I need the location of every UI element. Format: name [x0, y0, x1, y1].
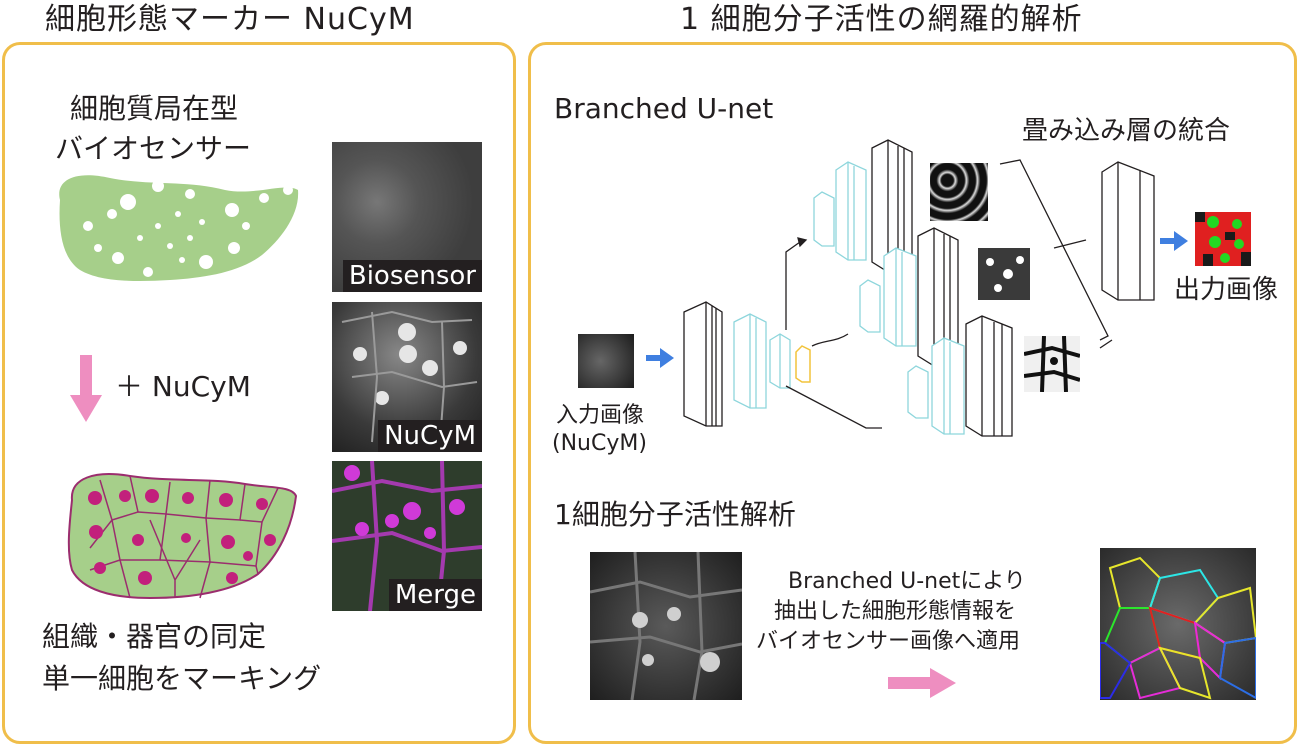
micrograph-label: Merge	[388, 579, 482, 611]
input-image	[578, 334, 634, 388]
output-image-segmentation	[1195, 212, 1251, 266]
input-label-line2: (NuCyM)	[552, 431, 647, 456]
merge-micrograph: Merge	[332, 461, 482, 611]
integration-label: 畳み込み層の統合	[1022, 116, 1231, 146]
analysis-image-cells	[590, 552, 742, 700]
nucym-nuclei	[341, 310, 478, 443]
branch-output-3	[1024, 336, 1080, 392]
plus-nucym-label: ＋ NuCyM	[115, 370, 251, 403]
segmented-cell-outlines	[1100, 556, 1256, 700]
branch-output-2	[978, 248, 1030, 300]
analysis-title: 1細胞分子活性解析	[554, 498, 796, 531]
apply-line3: バイオセンサー画像へ適用	[756, 629, 1021, 654]
biosensor-title-line1: 細胞質局在型	[70, 92, 239, 125]
apply-line1: Branched U-netにより	[788, 569, 1026, 594]
output-image	[1195, 212, 1251, 266]
bottom-line2: 単一細胞をマーキング	[42, 662, 322, 695]
right-panel-title: 1 細胞分子活性の網羅的解析	[680, 2, 1083, 37]
left-panel-title: 細胞形態マーカー NuCyM	[45, 2, 415, 37]
right-panel	[528, 42, 1297, 744]
biosensor-title-line2: バイオセンサー	[55, 132, 252, 165]
output-label: 出力画像	[1174, 275, 1279, 305]
branch-output-2-spots	[986, 256, 1024, 292]
micrograph-label: Biosensor	[342, 260, 482, 292]
branch-output-1	[930, 163, 988, 221]
apply-line2: 抽出した細胞形態情報を	[774, 599, 1017, 624]
biosensor-micrograph: Biosensor	[332, 142, 482, 292]
left-panel	[2, 42, 516, 744]
bottom-line1: 組織・器官の同定	[42, 620, 267, 653]
biosensor-analysis-image	[590, 552, 742, 700]
input-label-line1: 入力画像	[556, 403, 645, 428]
network-title: Branched U-net	[554, 92, 774, 125]
segmented-result-image	[1100, 548, 1256, 700]
micrograph-label: NuCyM	[378, 420, 482, 452]
branch-output-3-cells	[1024, 336, 1080, 392]
nucym-micrograph: NuCyM	[332, 302, 482, 452]
